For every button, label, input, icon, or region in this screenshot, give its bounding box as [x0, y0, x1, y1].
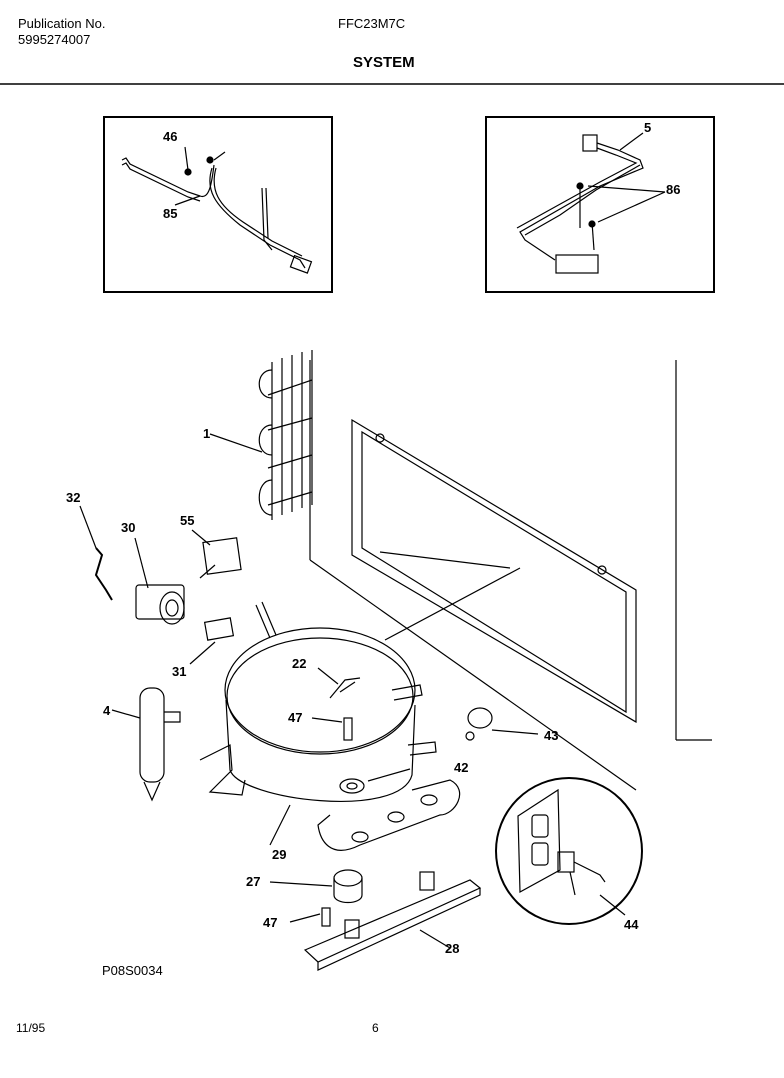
inset-wiring-harness: [103, 116, 333, 293]
callout-46: 46: [163, 129, 178, 144]
section-title: SYSTEM: [353, 54, 415, 71]
callout-44: 44: [624, 917, 639, 932]
callout-47-upper: 47: [288, 710, 303, 725]
callout-42: 42: [454, 760, 469, 775]
callout-27: 27: [246, 874, 261, 889]
mounting-rail: [303, 871, 482, 971]
screw-47-top: [343, 717, 353, 741]
footer-date: 11/95: [16, 1021, 46, 1035]
publication-label: Publication No.: [18, 16, 106, 31]
page-number: 6: [372, 1021, 379, 1035]
cabinet-outline: [309, 360, 712, 791]
model-number: FFC23M7C: [338, 16, 406, 31]
compressor: [199, 601, 461, 851]
power-cord-detail: [495, 777, 643, 925]
callout-5: 5: [644, 120, 652, 135]
clip-22: [329, 677, 361, 699]
callout-30: 30: [121, 520, 136, 535]
diagram-code: P08S0034: [102, 963, 163, 978]
relay-overload-assembly: [79, 505, 242, 665]
inset-wiring-harness-2: [485, 116, 715, 293]
screw-47-bottom: [289, 907, 331, 927]
filter-drier: [111, 687, 181, 802]
condenser-coil: [209, 350, 313, 520]
callout-22: 22: [292, 656, 307, 671]
callout-85: 85: [163, 206, 178, 221]
callout-31: 31: [172, 664, 187, 679]
callout-43: 43: [544, 728, 559, 743]
callout-55: 55: [180, 513, 195, 528]
callout-1: 1: [203, 426, 211, 441]
callout-29: 29: [272, 847, 287, 862]
publication-number: 5995274007: [18, 32, 91, 47]
callout-4: 4: [103, 703, 111, 718]
callout-47-lower: 47: [263, 915, 278, 930]
tube-clamp: [465, 707, 539, 741]
callout-32: 32: [66, 490, 81, 505]
callout-86: 86: [666, 182, 681, 197]
grommet: [269, 869, 363, 904]
callout-28: 28: [445, 941, 460, 956]
